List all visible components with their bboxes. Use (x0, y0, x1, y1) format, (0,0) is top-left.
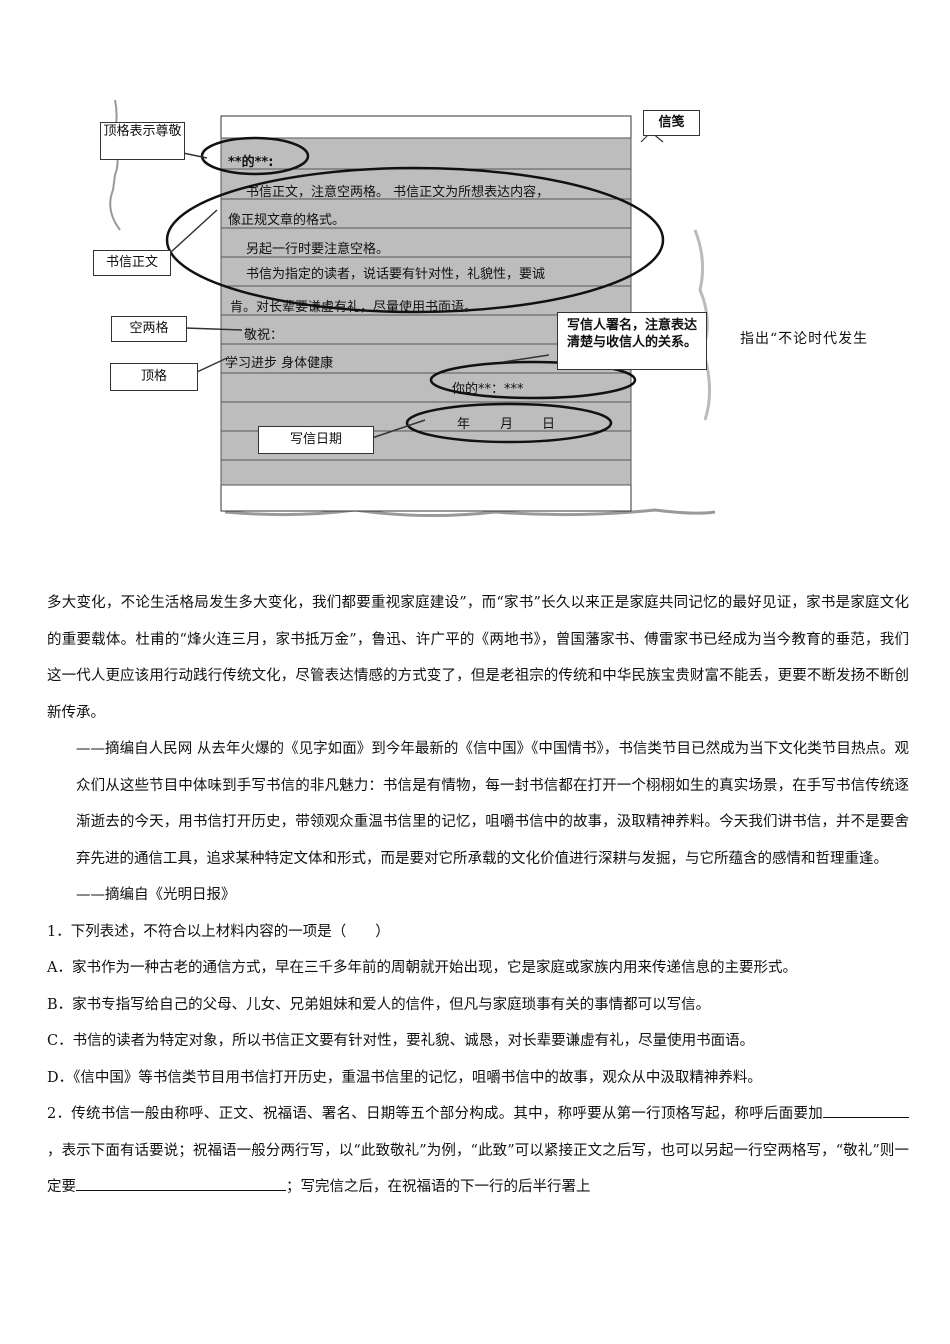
letter-signature: 你的**：*** (452, 382, 524, 397)
letter-closing-1: 敬祝： (244, 328, 284, 343)
letter-body-line-4: 书信为指定的读者，说话要有针对性，礼貌性，要诚 (246, 267, 546, 282)
question-1-option-c: C．书信的读者为特定对象，所以书信正文要有针对性，要礼貌、诚恳，对长辈要谦虚有礼… (47, 1033, 755, 1049)
callout-date: 写信日期 (258, 426, 374, 454)
callout-signer: 写信人署名，注意表达清楚与收信人的关系。 (557, 312, 707, 370)
letter-date-month: 月 (500, 417, 514, 432)
question-2-part-3: ；写完信之后，在祝福语的下一行的后半行署上 (286, 1179, 591, 1195)
callout-top-format: 顶格表示尊敬 (100, 122, 185, 160)
article-body: 多大变化，不论生活格局发生多大变化，我们都要重视家庭建设”，而“家书”长久以来正… (47, 585, 909, 1206)
letter-body-line-2: 像正规文章的格式。 (228, 213, 346, 228)
paragraph-1: 多大变化，不论生活格局发生多大变化，我们都要重视家庭建设”，而“家书”长久以来正… (47, 595, 909, 721)
callout-top-format-2: 顶格 (110, 363, 198, 391)
torn-edge-bottom (224, 508, 716, 518)
paragraph-2: ——摘编自人民网 从去年火爆的《见字如面》到今年最新的《信中国》《中国情书》，书… (76, 741, 909, 867)
callout-header: 信笺 (643, 110, 700, 136)
question-1-option-b: B．家书专指写给自己的父母、儿女、兄弟姐妹和爱人的信件，但凡与家庭琐事有关的事情… (47, 996, 711, 1013)
source-line: ——摘编自《光明日报》 (76, 887, 236, 903)
question-2-part-2: ，表示下面有话要说；祝福语一般分两行写，以“此致敬礼”为例，“此致”可以紧接正文… (47, 1142, 909, 1196)
callout-two-spaces: 空两格 (111, 316, 187, 342)
question-1-option-d: D．《信中国》等书信类节目用书信打开历史，重温书信里的记忆，咀嚼书信中的故事，观… (47, 1069, 762, 1086)
letter-salutation: **的**: (228, 155, 274, 170)
oval-body (165, 166, 665, 314)
letter-body-line-3: 另起一行时要注意空格。 (246, 242, 390, 257)
torn-edge-left (109, 100, 121, 231)
letter-body-line-1: 书信正文，注意空两格。 书信正文为所想表达内容， (246, 185, 550, 200)
question-1-option-a: A．家书作为一种古老的通信方式，早在三千多年前的周朝就开始出现，它是家庭或家族内… (47, 960, 797, 976)
torn-edge-right (693, 229, 712, 421)
letter-format-figure: **的**: 书信正文，注意空两格。 书信正文为所想表达内容， 像正规文章的格式… (93, 100, 720, 525)
question-2: 2．传统书信一般由称呼、正文、祝福语、署名、日期等五个部分构成。其中，称呼要从第… (47, 1096, 909, 1206)
oval-date (405, 402, 613, 444)
oval-salutation (200, 136, 310, 176)
question-1-stem: 1．下列表述，不符合以上材料内容的一项是（ ） (47, 923, 390, 940)
letter-date-year: 年 (457, 417, 471, 432)
side-note: 指出“不论时代发生 (740, 331, 869, 347)
question-2-part-1: 2．传统书信一般由称呼、正文、祝福语、署名、日期等五个部分构成。其中，称呼要从第… (47, 1106, 823, 1122)
callout-body: 书信正文 (93, 250, 171, 276)
letter-date-day: 日 (542, 417, 556, 432)
answer-blank-2[interactable] (76, 1176, 286, 1191)
answer-blank-1[interactable] (823, 1103, 909, 1118)
letter-body-line-5: 肯。对长辈要谦虚有礼，尽量使用书面语。 (230, 300, 478, 315)
letter-closing-2: 学习进步 身体健康 (225, 356, 334, 371)
oval-signature (429, 360, 637, 400)
